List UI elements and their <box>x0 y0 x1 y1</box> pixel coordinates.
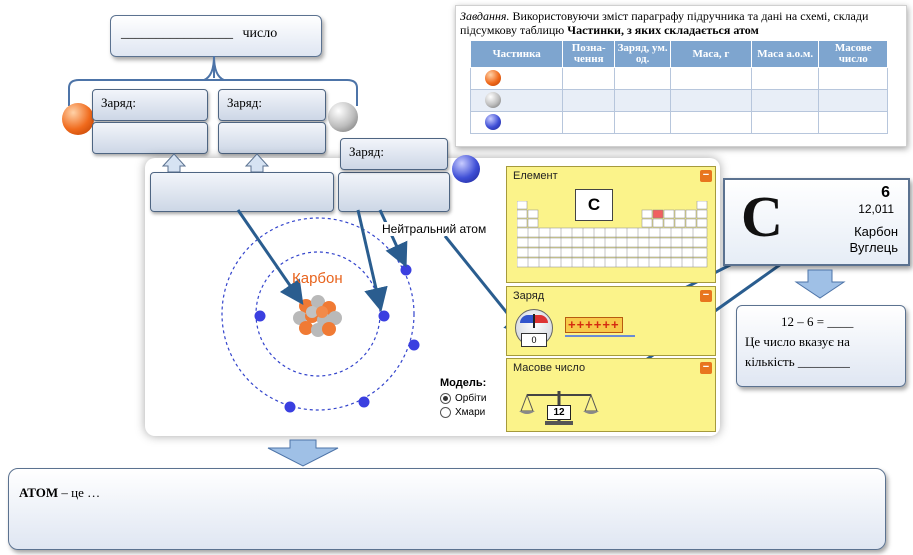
proton-icon <box>485 70 501 86</box>
atom-name-label: Карбон <box>292 270 343 287</box>
table-cell[interactable] <box>670 89 752 112</box>
electron-charge-label: Заряд: <box>349 144 384 159</box>
table-cell[interactable] <box>614 111 672 134</box>
proton-sphere-top <box>62 103 94 135</box>
number-label: число <box>242 26 278 41</box>
task-text: Завдання. Використовуючи зміст параграфу… <box>460 9 904 37</box>
table-row <box>469 111 888 134</box>
charge-panel: Заряд − 0 ++++++ <box>506 286 716 356</box>
col-mass-number: Масове число <box>818 40 888 68</box>
neutron-answer-box[interactable] <box>218 122 326 154</box>
model-option-label: Орбіти <box>455 392 487 404</box>
calc-line3: кількість ________ <box>745 354 850 369</box>
element-card-number: 6 <box>881 184 890 201</box>
radio-icon[interactable] <box>440 406 451 418</box>
model-label: Модель: <box>440 377 487 389</box>
electron-charge-box[interactable]: Заряд: <box>340 138 448 170</box>
element-panel-title: Елемент <box>513 170 558 182</box>
table-cell[interactable] <box>614 89 672 112</box>
table-cell[interactable] <box>818 89 888 112</box>
model-option-orbits[interactable]: Орбіти <box>440 391 486 405</box>
periodic-grid <box>516 200 708 268</box>
calc-equation: 12 – 6 = ____ <box>781 314 854 329</box>
table-cell[interactable] <box>562 111 616 134</box>
table-row <box>469 89 888 112</box>
nucleus-answer-box[interactable] <box>150 172 334 212</box>
element-card-name-alt: Вуглець <box>849 240 898 255</box>
atom-definition-text: АТОМ – це … <box>19 485 100 501</box>
col-charge: Заряд, ум. од. <box>614 40 672 68</box>
table-cell[interactable] <box>750 111 820 134</box>
charge-panel-title: Заряд <box>513 290 545 302</box>
calc-box: 12 – 6 = ____ Це число вказує на кількіс… <box>736 305 906 387</box>
element-card-mass: 12,011 <box>858 202 894 216</box>
table-cell[interactable] <box>670 67 752 90</box>
element-card-symbol: C <box>741 184 783 249</box>
task-card: Завдання. Використовуючи зміст параграфу… <box>455 5 907 147</box>
col-symbol: Позна-чення <box>562 40 616 68</box>
electron-dot <box>408 339 420 351</box>
element-panel: Елемент − C <box>506 166 716 283</box>
neutron-sphere-top <box>328 102 358 132</box>
collapse-icon[interactable]: − <box>700 362 712 374</box>
table-cell[interactable] <box>818 67 888 90</box>
mass-panel: Масове число − 12 <box>506 358 716 432</box>
collapse-icon[interactable]: − <box>700 170 712 182</box>
mass-number-value: 12 <box>547 405 571 420</box>
particles-table: Частинка Позна-чення Заряд, ум. од. Маса… <box>469 40 888 134</box>
minus-signs-placeholder <box>565 335 635 341</box>
element-card-name: Карбон <box>854 224 898 239</box>
electron-sphere-top <box>452 155 480 183</box>
electron-dot <box>358 396 370 408</box>
number-box: ________________ число <box>110 15 322 57</box>
atom-definition-rest: – це … <box>58 485 101 500</box>
table-cell[interactable] <box>562 67 616 90</box>
proton-answer-box[interactable] <box>92 122 208 154</box>
atom-term: АТОМ <box>19 485 59 500</box>
model-option-label: Хмари <box>455 406 486 418</box>
table-cell[interactable] <box>670 111 752 134</box>
electron-dot <box>254 310 266 322</box>
periodic-table-icon[interactable] <box>516 200 709 275</box>
mass-panel-title: Масове число <box>513 362 586 374</box>
neutron-charge-label: Заряд: <box>227 95 262 110</box>
col-particle: Частинка <box>469 40 564 68</box>
task-body: Використовуючи зміст параграфу підручник… <box>460 9 869 37</box>
element-symbol-box: C <box>575 189 613 221</box>
electron-icon <box>485 114 501 130</box>
electron-answer-box[interactable] <box>338 172 450 212</box>
model-option-clouds[interactable]: Хмари <box>440 405 486 419</box>
table-cell[interactable] <box>818 111 888 134</box>
electron-dot <box>378 310 390 322</box>
task-bold: Частинки, з яких складається атом <box>567 23 759 37</box>
element-card: C 6 12,011 Карбон Вуглець <box>723 178 910 266</box>
proton-charge-label: Заряд: <box>101 95 136 110</box>
model-selector: Модель: Орбіти Хмари <box>440 377 486 419</box>
col-mass-amu: Маса а.о.м. <box>750 40 820 68</box>
proton-charge-box[interactable]: Заряд: <box>92 89 208 121</box>
table-cell[interactable] <box>614 67 672 90</box>
table-cell[interactable] <box>750 89 820 112</box>
number-blank: ________________ <box>121 26 233 41</box>
plus-signs: ++++++ <box>565 317 623 333</box>
neutral-atom-label: Нейтральний атом <box>382 222 487 236</box>
electron-dot <box>284 401 296 413</box>
task-italic: Завдання. <box>460 9 510 23</box>
neutron-charge-box[interactable]: Заряд: <box>218 89 326 121</box>
neutron-icon <box>485 92 501 108</box>
charge-meter-value: 0 <box>521 333 547 347</box>
calc-line2: Це число вказує на <box>745 334 850 349</box>
radio-selected-icon[interactable] <box>440 392 451 404</box>
collapse-icon[interactable]: − <box>700 290 712 302</box>
nucleus <box>293 295 342 337</box>
atom-definition-box[interactable]: АТОМ – це … <box>8 468 886 550</box>
